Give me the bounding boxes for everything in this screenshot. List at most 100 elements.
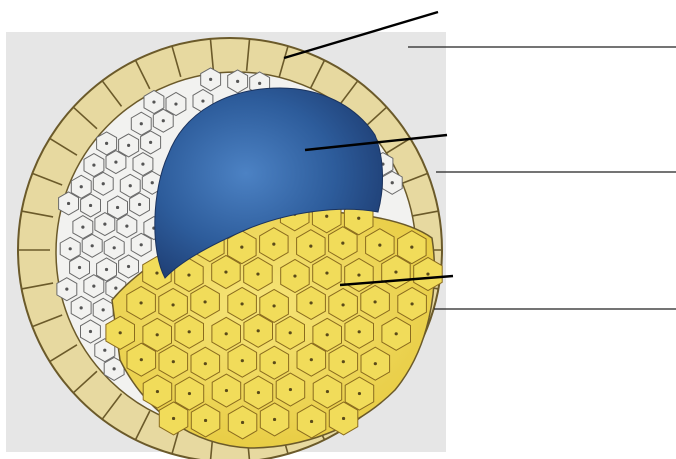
cell-nucleus	[394, 270, 397, 273]
cell-nucleus	[224, 270, 227, 273]
cell-nucleus	[209, 78, 212, 81]
cell-nucleus	[140, 243, 143, 246]
cell-nucleus	[172, 360, 175, 363]
cell-nucleus	[273, 361, 276, 364]
cell-nucleus	[152, 100, 155, 103]
cell-nucleus	[326, 333, 329, 336]
cell-nucleus	[105, 142, 108, 145]
cell-nucleus	[258, 82, 261, 85]
cell-nucleus	[140, 122, 143, 125]
cell-nucleus	[289, 331, 292, 334]
cell-nucleus	[114, 287, 117, 290]
cell-nucleus	[201, 99, 204, 102]
cell-nucleus	[325, 271, 328, 274]
cell-nucleus	[188, 392, 191, 395]
cell-nucleus	[116, 206, 119, 209]
cell-nucleus	[113, 367, 116, 370]
cell-nucleus	[357, 273, 360, 276]
cell-nucleus	[342, 417, 345, 420]
cell-nucleus	[140, 358, 143, 361]
cell-nucleus	[113, 246, 116, 249]
cell-nucleus	[342, 360, 345, 363]
cell-nucleus	[139, 301, 142, 304]
cell-nucleus	[103, 223, 106, 226]
cell-nucleus	[272, 304, 275, 307]
cell-nucleus	[357, 217, 360, 220]
cell-nucleus	[326, 390, 329, 393]
cell-nucleus	[410, 246, 413, 249]
cell-nucleus	[225, 389, 228, 392]
cell-nucleus	[67, 202, 70, 205]
cell-nucleus	[127, 144, 130, 147]
cell-nucleus	[204, 419, 207, 422]
cell-nucleus	[391, 181, 394, 184]
cell-nucleus	[102, 182, 105, 185]
cell-nucleus	[92, 285, 95, 288]
cell-nucleus	[289, 388, 292, 391]
cell-nucleus	[341, 242, 344, 245]
cell-nucleus	[341, 303, 344, 306]
cell-nucleus	[105, 268, 108, 271]
cell-nucleus	[187, 273, 190, 276]
cell-nucleus	[80, 306, 83, 309]
cell-nucleus	[119, 331, 122, 334]
cell-nucleus	[65, 288, 68, 291]
cell-nucleus	[127, 265, 130, 268]
cell-nucleus	[236, 80, 239, 83]
cell-nucleus	[188, 330, 191, 333]
cell-nucleus	[240, 246, 243, 249]
cell-nucleus	[272, 243, 275, 246]
cell-nucleus	[102, 308, 105, 311]
cell-nucleus	[129, 184, 132, 187]
cell-nucleus	[309, 245, 312, 248]
cell-nucleus	[125, 225, 128, 228]
cell-nucleus	[310, 358, 313, 361]
cell-nucleus	[114, 160, 117, 163]
cell-nucleus	[69, 247, 72, 250]
cell-nucleus	[151, 181, 154, 184]
cell-nucleus	[256, 272, 259, 275]
cell-nucleus	[358, 392, 361, 395]
cell-nucleus	[162, 119, 165, 122]
cell-nucleus	[141, 162, 144, 165]
cell-nucleus	[426, 272, 429, 275]
cell-nucleus	[293, 274, 296, 277]
cell-nucleus	[89, 330, 92, 333]
cell-nucleus	[273, 418, 276, 421]
cell-nucleus	[325, 215, 328, 218]
cell-nucleus	[241, 421, 244, 424]
cell-nucleus	[138, 203, 141, 206]
cell-nucleus	[92, 163, 95, 166]
cell-nucleus	[78, 266, 81, 269]
cell-nucleus	[240, 302, 243, 305]
cell-nucleus	[149, 141, 152, 144]
cell-nucleus	[80, 185, 83, 188]
cell-nucleus	[241, 359, 244, 362]
cell-nucleus	[156, 333, 159, 336]
cell-nucleus	[257, 391, 260, 394]
cell-nucleus	[174, 102, 177, 105]
cell-nucleus	[81, 226, 84, 229]
cell-nucleus	[225, 332, 228, 335]
cell-nucleus	[395, 332, 398, 335]
cell-nucleus	[373, 300, 376, 303]
cell-nucleus	[257, 329, 260, 332]
cell-nucleus	[378, 244, 381, 247]
cell-nucleus	[310, 420, 313, 423]
cell-nucleus	[171, 303, 174, 306]
cell-nucleus	[155, 271, 158, 274]
cell-nucleus	[203, 300, 206, 303]
embryo	[18, 38, 442, 459]
cell-nucleus	[91, 244, 94, 247]
cell-nucleus	[410, 302, 413, 305]
cell-nucleus	[172, 417, 175, 420]
cell-nucleus	[309, 301, 312, 304]
cell-nucleus	[204, 362, 207, 365]
cell-nucleus	[156, 390, 159, 393]
cell-nucleus	[103, 349, 106, 352]
label-blanks	[408, 47, 676, 309]
cell-nucleus	[358, 330, 361, 333]
cell-nucleus	[89, 204, 92, 207]
